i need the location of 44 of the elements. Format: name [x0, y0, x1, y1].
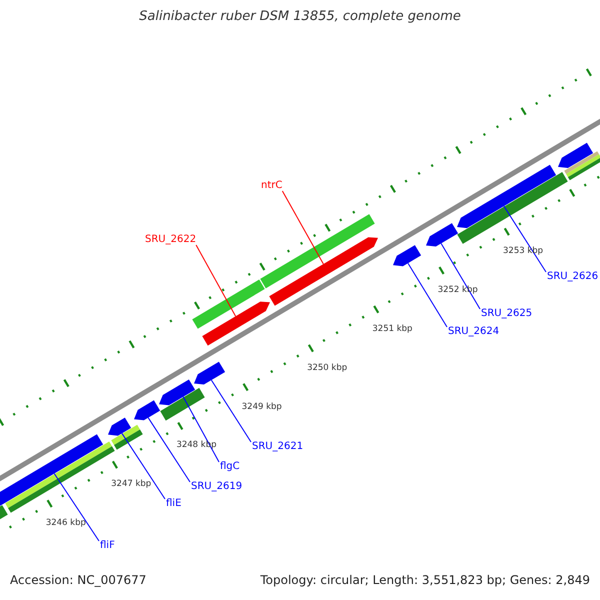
- gene-label: SRU_2624: [448, 326, 500, 338]
- gene-label: fliE: [166, 498, 182, 510]
- gene-label: SRU_2625: [481, 308, 532, 320]
- leader-line: [182, 396, 220, 462]
- gene-label: SRU_2626: [547, 271, 598, 283]
- leader-line: [196, 244, 236, 317]
- leader-line: [440, 242, 480, 310]
- scale-label: 3246 kbp: [46, 517, 86, 530]
- gene-block: [134, 400, 160, 420]
- gene-block: [393, 245, 422, 266]
- accession-text: Accession: NC_007677: [10, 574, 146, 586]
- leader-line: [210, 380, 252, 442]
- gene-label: fliF: [100, 540, 115, 552]
- gene-label: ntrC: [261, 180, 282, 192]
- gene-label: SRU_2622: [145, 234, 196, 246]
- gene-bar: [260, 214, 375, 288]
- gene-label: SRU_2621: [252, 441, 304, 453]
- gene-label: flgC: [220, 461, 240, 473]
- gene-label: SRU_2619: [191, 481, 242, 493]
- gene-bar: [160, 388, 205, 421]
- scale-label: 3247 kbp: [111, 478, 152, 490]
- gene-block: [426, 223, 458, 246]
- gene-block: [159, 380, 196, 406]
- scale-label: 3250 kbp: [307, 362, 348, 374]
- gene-bar: [111, 424, 143, 450]
- title: Salinibacter ruber DSM 13855, complete genome: [138, 11, 462, 23]
- gene-block: [194, 362, 226, 384]
- gene-bar: [564, 151, 600, 180]
- gene-bar: [192, 280, 265, 329]
- gene-block: [108, 418, 132, 436]
- gene-bar: [457, 172, 568, 244]
- gene-block: [202, 302, 270, 346]
- scale-label: 3251 kbp: [372, 322, 412, 335]
- leader-line: [282, 190, 324, 264]
- genome-stats-text: Topology: circular; Length: 3,551,823 bp; Genes: 2,849: [260, 574, 590, 586]
- gene-block: [558, 142, 594, 168]
- leader-line: [54, 473, 100, 542]
- leader-line: [408, 262, 448, 328]
- gene-block: [457, 164, 556, 228]
- leader-line: [503, 206, 546, 272]
- scale-label: 3249 kbp: [242, 400, 282, 413]
- leader-line: [121, 432, 166, 500]
- leader-line: [148, 417, 190, 482]
- gene-block: [269, 237, 378, 306]
